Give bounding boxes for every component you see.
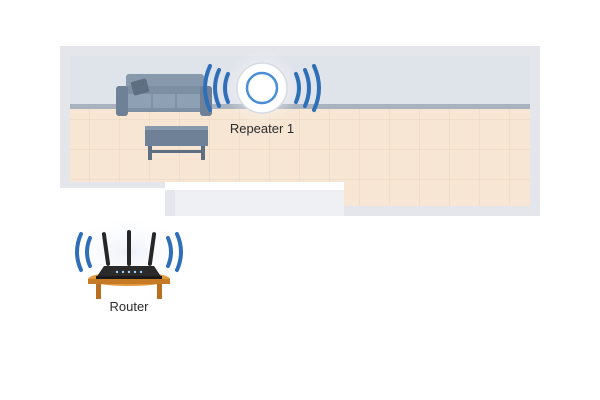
notch-wall (175, 190, 344, 216)
router-icon (96, 230, 162, 279)
inner-wall-left (60, 56, 70, 188)
inner-wall-right (530, 56, 540, 216)
router-group (65, 216, 193, 299)
router-label: Router (109, 299, 149, 314)
wifi-signal-icon (75, 232, 183, 272)
sofa-icon (116, 74, 212, 116)
coffee-table-icon (145, 126, 208, 160)
repeater-label: Repeater 1 (229, 121, 295, 136)
wifi-signal-icon (203, 64, 321, 112)
notch-wall-top (165, 182, 344, 190)
baseboard (70, 104, 530, 109)
ceiling-repeater-icon (203, 50, 321, 126)
